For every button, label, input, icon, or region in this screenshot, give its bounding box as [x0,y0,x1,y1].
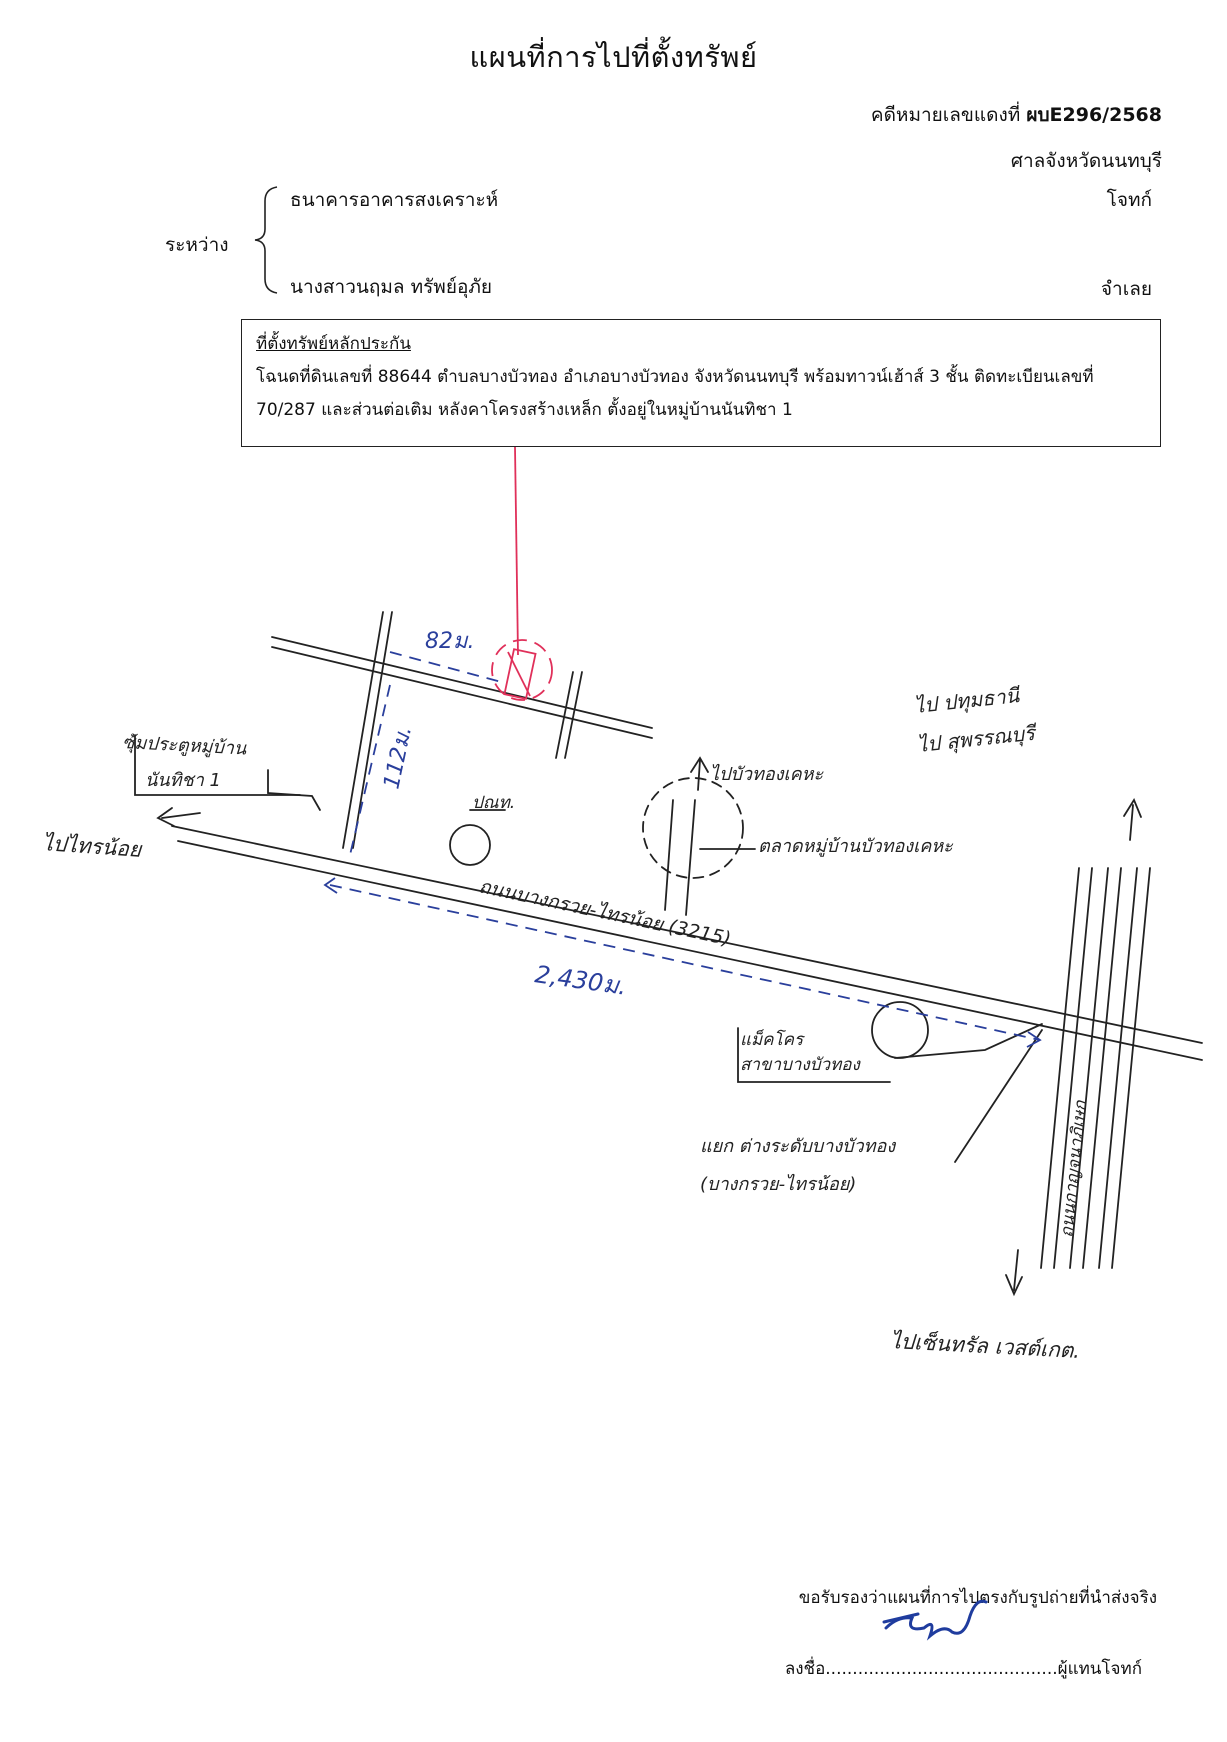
case-number: ผบE296/2568 [1026,104,1162,126]
arrow-icon [1123,798,1142,841]
sign-label: ลงชื่อ [784,1659,826,1679]
market-label: ตลาดหมู่บ้านบัวทองเคหะ [758,836,954,857]
property-target-icon [491,639,553,701]
village-road-edge [342,611,384,849]
signature-line: ลงชื่อ..................................… [785,1655,1142,1682]
main-road-edge [177,840,1203,1061]
village-road-edge [352,611,393,849]
distance-main-label: 2,430ม. [533,960,628,1001]
intersection-label-1: แยก ต่างระดับบางบัวทอง [700,1136,896,1157]
certification-text: ขอรับรองว่าแผนที่การไปตรงกับรูปถ่ายที่นำ… [798,1588,1157,1608]
soi-road-edge [271,646,653,739]
townhouse-marker [503,648,537,700]
townhouse-hatch [507,651,531,697]
main-road-edge [171,825,1203,1044]
highway-edge [1098,867,1138,1269]
arrow-icon [323,877,338,894]
makro-label-2: สาขาบางบัวทอง [740,1055,861,1075]
makro-label-1: แม็คโคร [740,1029,805,1050]
to-pathum-label-1: ไป ปทุมธานี [913,683,1022,719]
sign-role: ผู้แทนโจทก์ [1057,1659,1142,1679]
leader-line [894,1023,1043,1059]
arrow-icon [1005,1249,1023,1297]
side-road-edge [664,799,674,911]
intersection-label-2: (บางกรวย-ไทรน้อย) [700,1173,856,1195]
distance-line-main [329,884,1041,1041]
label-bracket [737,1027,891,1083]
label-bracket [134,734,301,796]
arrow-icon [1026,1031,1042,1048]
to-pathum-label-2: ไป สุพรรณบุรี [916,720,1039,758]
distance-side-label: 112ม. [379,724,417,791]
plaintiff-role: โจทก์ [1106,189,1152,211]
distance-line-side [349,684,391,856]
highway-edge [1040,867,1080,1269]
to-bua-thong-label: ไปบัวทองเคหะ [710,763,825,785]
village-gate-label-2: นันทิชา 1 [145,770,221,791]
to-sai-noi-label: ไปไทรน้อย [42,831,144,862]
arrow-icon [156,807,201,827]
defendant-name: นางสาวนฤมล ทรัพย์อุภัย [290,276,493,298]
plaintiff-name: ธนาคารอาคารสงเคราะห์ [290,189,499,211]
brace-icon [254,186,278,294]
between-label: ระหว่าง [165,234,229,256]
page-title: แผนที่การไปที่ตั้งทรัพย์ [469,40,758,74]
highway-edge [1082,867,1122,1269]
property-line-1: โฉนดที่ดินเลขที่ 88644 ตำบลบางบัวทอง อำเ… [256,367,1094,387]
post-office-label: ปณท. [472,793,515,813]
arrow-icon [690,756,709,791]
makro-marker [871,1001,929,1059]
case-number-line: คดีหมายเลขแดงที่ ผบE296/2568 [871,100,1162,130]
property-line-2: 70/287 และส่วนต่อเติม หลังคาโครงสร้างเหล… [256,400,793,420]
signature-icon [882,1599,988,1641]
distance-top-label: 82ม. [425,629,475,654]
village-gate-label-1: ซุ้มประตูหมู่บ้าน [122,732,248,760]
pointer-line [514,446,519,656]
side-road-edge [685,799,696,916]
leader-line [954,1029,1043,1163]
market-marker [642,777,744,879]
leader-line [267,769,321,811]
highway-label: ถนนกาญจนาภิเษก [1057,1099,1091,1239]
defendant-role: จำเลย [1100,278,1152,300]
cross-street-edge [564,671,583,759]
highway-edge [1053,867,1093,1269]
post-office-marker [449,824,491,866]
highway-edge [1069,867,1109,1269]
cross-street-edge [555,671,574,759]
to-central-label: ไปเซ็นทรัล เวสต์เกต. [890,1328,1081,1363]
court-name: ศาลจังหวัดนนทบุรี [1010,150,1162,172]
case-label: คดีหมายเลขแดงที่ [870,104,1021,126]
property-heading: ที่ตั้งทรัพย์หลักประกัน [256,334,411,354]
sign-dots: ........................................… [825,1659,1058,1679]
soi-road-edge [271,636,653,729]
highway-edge [1111,867,1151,1269]
property-location-box: ที่ตั้งทรัพย์หลักประกัน โฉนดที่ดินเลขที่… [241,319,1161,447]
